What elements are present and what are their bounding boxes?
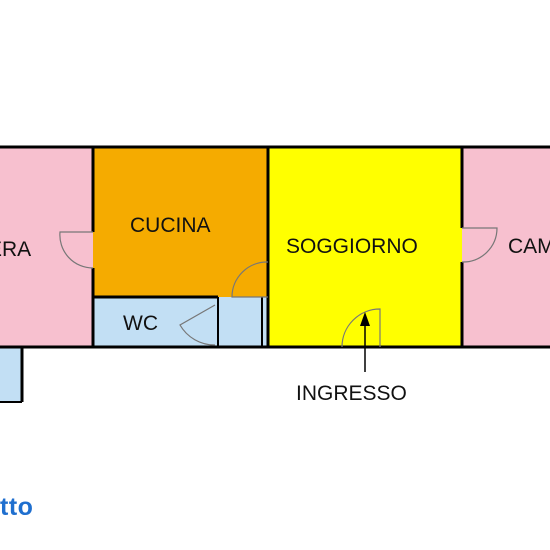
door-wc	[179, 304, 216, 346]
walls	[0, 145, 550, 403]
door-left-bedroom	[59, 231, 94, 269]
label-entrance: INGRESSO	[296, 382, 407, 405]
label-kitchen: CUCINA	[130, 214, 211, 237]
entrance-arrow	[360, 312, 370, 372]
label-right-bedroom: CAM	[508, 235, 550, 258]
room-kitchen	[93, 147, 268, 297]
door-entrance	[341, 308, 381, 348]
brand-logo-text: tto	[0, 493, 34, 521]
room-left-bedroom	[0, 147, 93, 347]
label-left-bedroom: ERA	[0, 238, 31, 261]
door-right-bedroom	[461, 227, 498, 263]
room-wc	[93, 297, 268, 347]
room-right-bedroom	[462, 147, 550, 347]
doors	[59, 227, 498, 348]
label-living: SOGGIORNO	[286, 235, 418, 258]
corridor-bottom-left	[0, 347, 22, 402]
label-wc: WC	[123, 312, 158, 335]
door-kitchen-living	[231, 261, 269, 298]
